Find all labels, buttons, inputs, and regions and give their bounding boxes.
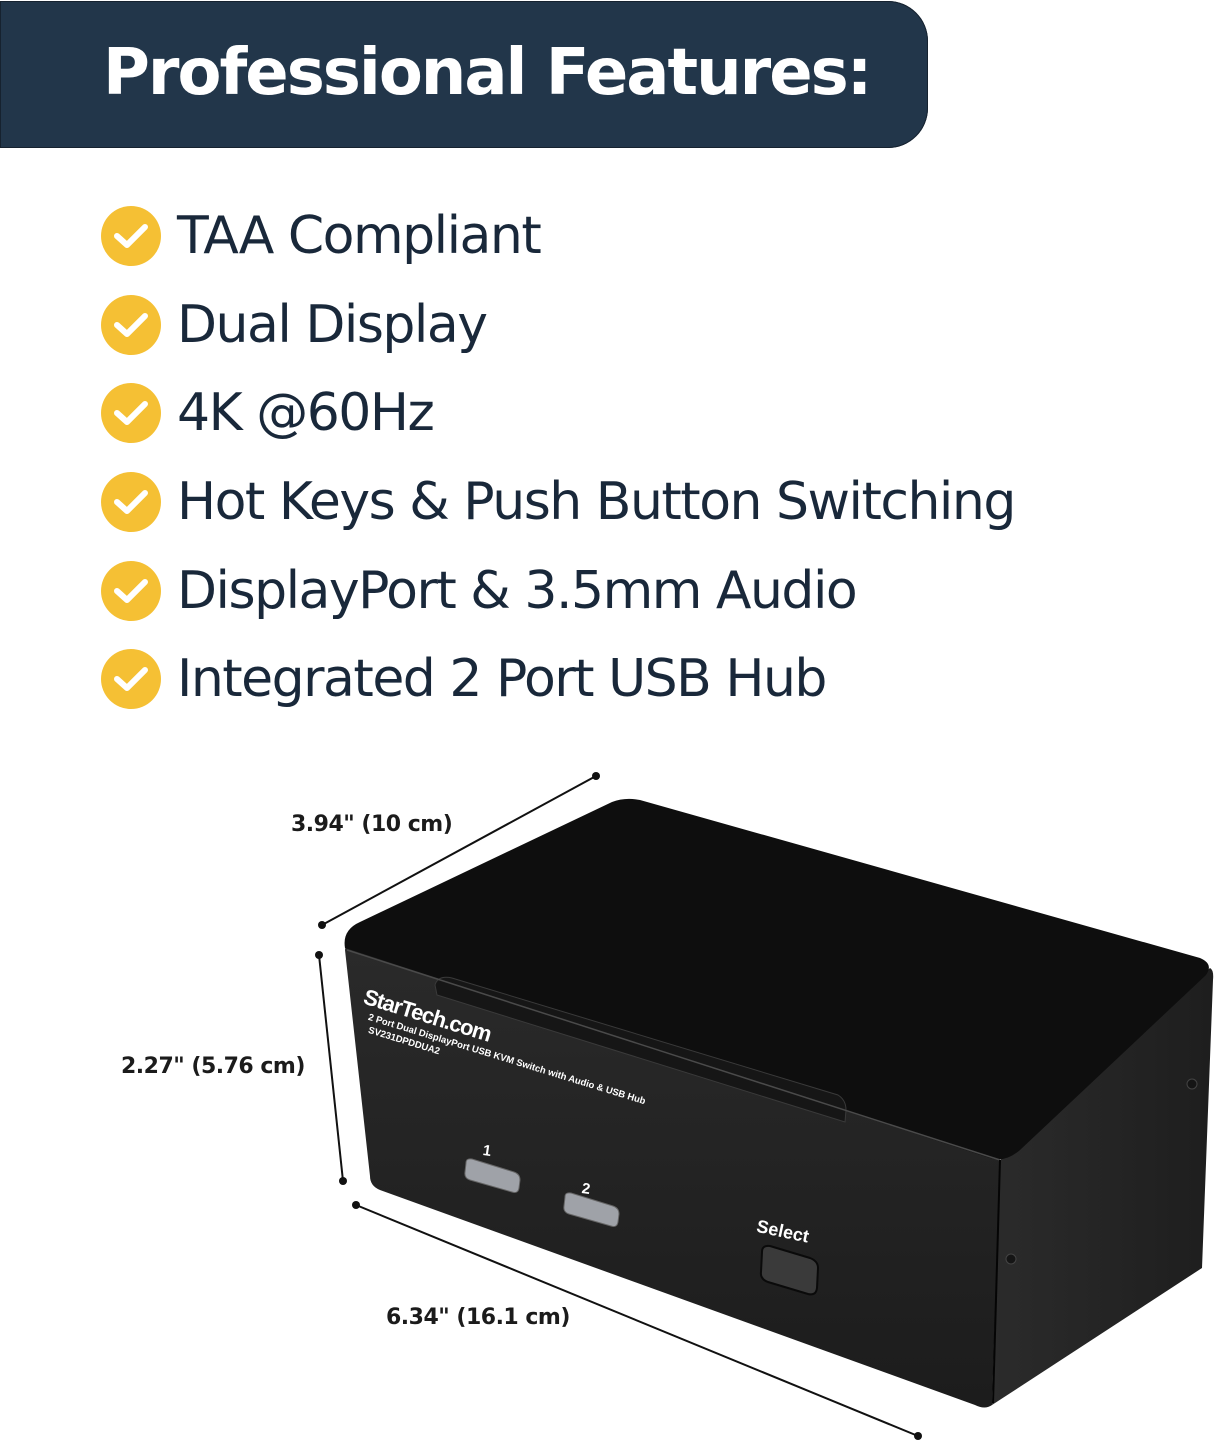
feature-label: DisplayPort & 3.5mm Audio (177, 560, 858, 621)
feature-list: TAA Compliant Dual Display 4K @60Hz Hot … (101, 192, 1016, 724)
feature-item: DisplayPort & 3.5mm Audio (101, 546, 1015, 635)
select-button[interactable] (759, 1244, 820, 1296)
check-circle-icon (101, 560, 161, 621)
height-label: 2.27" (5.76 cm) (121, 1054, 305, 1079)
port-2-button[interactable] (563, 1192, 620, 1227)
feature-label: 4K @60Hz (177, 383, 435, 444)
feature-item: TAA Compliant (101, 192, 1015, 281)
check-circle-icon (101, 649, 161, 710)
feature-label: Dual Display (177, 294, 488, 355)
screw-icon (1005, 1253, 1017, 1265)
feature-item: Integrated 2 Port USB Hub (101, 635, 1015, 724)
feature-label: Hot Keys & Push Button Switching (177, 472, 1016, 533)
feature-item: 4K @60Hz (101, 369, 1015, 458)
feature-item: Dual Display (101, 281, 1015, 370)
height-dimension-line (315, 951, 347, 1185)
device-front-face (345, 943, 1000, 1408)
feature-label: Integrated 2 Port USB Hub (177, 649, 827, 710)
check-circle-icon (101, 206, 161, 267)
width-label: 6.34" (16.1 cm) (386, 1305, 570, 1330)
depth-dimension-line (318, 772, 600, 929)
feature-item: Hot Keys & Push Button Switching (101, 458, 1016, 547)
screw-icon (1186, 1078, 1198, 1090)
width-dimension-line (352, 1201, 922, 1440)
page-title: Professional Features: (103, 36, 872, 110)
device-side-face (992, 968, 1214, 1405)
depth-label: 3.94" (10 cm) (291, 812, 453, 837)
check-circle-icon (101, 383, 161, 444)
check-circle-icon (101, 294, 161, 355)
feature-label: TAA Compliant (177, 206, 542, 267)
check-circle-icon (101, 472, 161, 533)
device-top-face (344, 798, 1209, 1160)
port-1-button[interactable] (464, 1158, 521, 1193)
header-banner: Professional Features: (0, 1, 928, 148)
